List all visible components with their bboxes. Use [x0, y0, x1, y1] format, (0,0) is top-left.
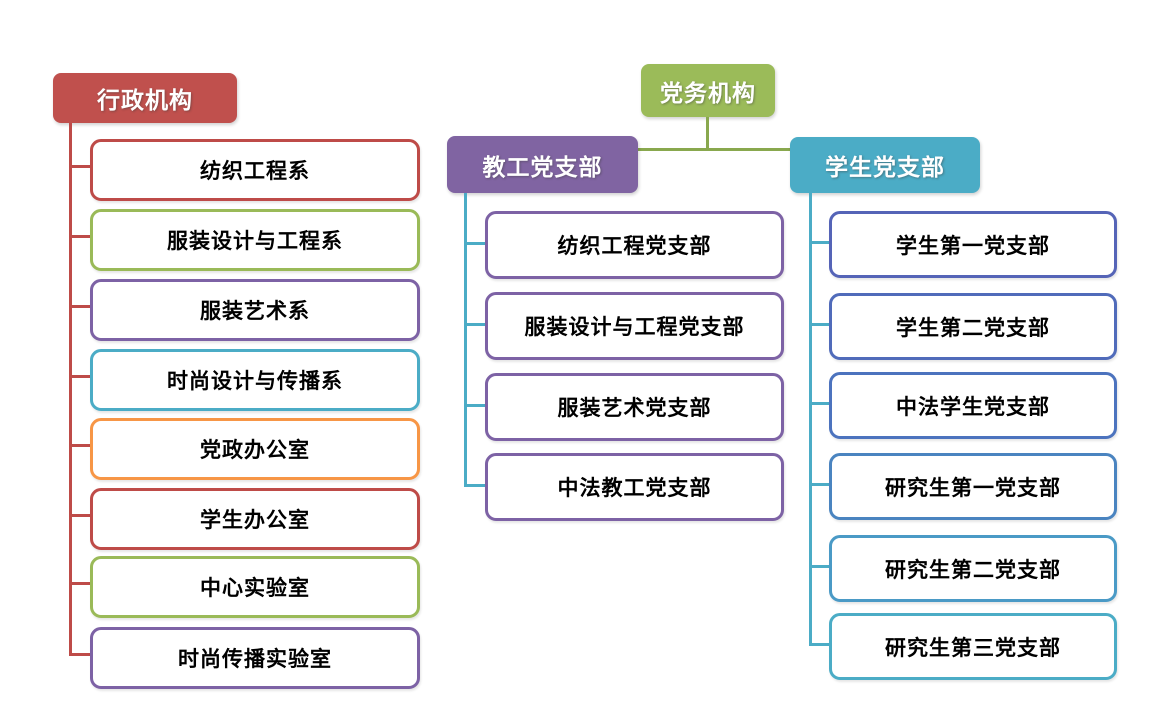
node-label: 学生办公室 — [200, 509, 310, 532]
node-label: 中法教工党支部 — [557, 477, 712, 500]
node-label: 学生第一党支部 — [896, 234, 1050, 258]
admin-child-stub — [72, 653, 90, 656]
admin-child-stub — [72, 165, 90, 168]
student-child-stub — [812, 483, 829, 486]
teacher-branch-title: 教工党支部 — [482, 153, 603, 180]
node-label: 纺织工程党支部 — [557, 235, 712, 258]
teacher-child-stub — [467, 242, 485, 245]
student-child-box: 研究生第一党支部 — [829, 453, 1117, 520]
admin-child-box: 学生办公室 — [90, 488, 420, 550]
student-branch-header: 学生党支部 — [790, 137, 980, 193]
node-label: 纺织工程系 — [200, 160, 310, 183]
teacher-child-box: 服装艺术党支部 — [485, 373, 784, 441]
admin-child-stub — [72, 514, 90, 517]
node-label: 研究生第一党支部 — [885, 476, 1061, 500]
node-label: 研究生第二党支部 — [885, 558, 1061, 582]
node-label: 研究生第三党支部 — [885, 636, 1061, 660]
teacher-child-box: 纺织工程党支部 — [485, 211, 784, 279]
admin-child-box: 时尚设计与传播系 — [90, 349, 420, 411]
party-branch-crossbar — [638, 148, 790, 151]
node-label: 服装艺术系 — [200, 300, 310, 323]
node-label: 时尚传播实验室 — [178, 648, 332, 671]
student-child-box: 研究生第二党支部 — [829, 535, 1117, 602]
admin-child-box: 服装艺术系 — [90, 279, 420, 341]
admin-child-stub — [72, 235, 90, 238]
admin-child-stub — [72, 305, 90, 308]
node-label: 党政办公室 — [200, 439, 310, 462]
node-label: 服装设计与工程党支部 — [524, 316, 745, 339]
admin-child-box: 服装设计与工程系 — [90, 209, 420, 271]
node-label: 时尚设计与传播系 — [167, 370, 343, 393]
teacher-branch-trunk — [464, 193, 467, 487]
student-child-box: 研究生第三党支部 — [829, 613, 1117, 680]
node-label: 服装设计与工程系 — [167, 230, 343, 253]
party-trunk-connector — [706, 117, 709, 151]
teacher-child-stub — [467, 484, 485, 487]
student-child-stub — [812, 241, 829, 244]
admin-group-title: 行政机构 — [97, 87, 193, 113]
teacher-child-box: 中法教工党支部 — [485, 453, 784, 521]
teacher-child-stub — [467, 323, 485, 326]
student-child-stub — [812, 402, 829, 405]
teacher-child-box: 服装设计与工程党支部 — [485, 292, 784, 360]
admin-child-stub — [72, 375, 90, 378]
admin-child-box: 党政办公室 — [90, 418, 420, 480]
node-label: 中心实验室 — [200, 577, 310, 600]
student-child-box: 学生第一党支部 — [829, 211, 1117, 278]
teacher-child-stub — [467, 404, 485, 407]
student-child-box: 中法学生党支部 — [829, 372, 1117, 439]
student-branch-title: 学生党支部 — [825, 154, 945, 180]
node-label: 中法学生党支部 — [896, 395, 1050, 419]
node-label: 学生第二党支部 — [896, 316, 1050, 340]
student-child-box: 学生第二党支部 — [829, 293, 1117, 360]
student-branch-trunk — [809, 193, 812, 646]
student-child-stub — [812, 565, 829, 568]
student-child-stub — [812, 643, 829, 646]
node-label: 服装艺术党支部 — [557, 397, 712, 420]
admin-child-stub — [72, 582, 90, 585]
party-group-header: 党务机构 — [641, 64, 775, 117]
admin-child-box: 时尚传播实验室 — [90, 627, 420, 689]
party-group-title: 党务机构 — [660, 79, 756, 106]
admin-trunk-connector — [69, 123, 72, 656]
admin-child-box: 纺织工程系 — [90, 139, 420, 201]
admin-group-header: 行政机构 — [53, 73, 237, 123]
student-child-stub — [812, 323, 829, 326]
admin-child-stub — [72, 444, 90, 447]
admin-child-box: 中心实验室 — [90, 556, 420, 618]
teacher-branch-header: 教工党支部 — [447, 136, 638, 193]
